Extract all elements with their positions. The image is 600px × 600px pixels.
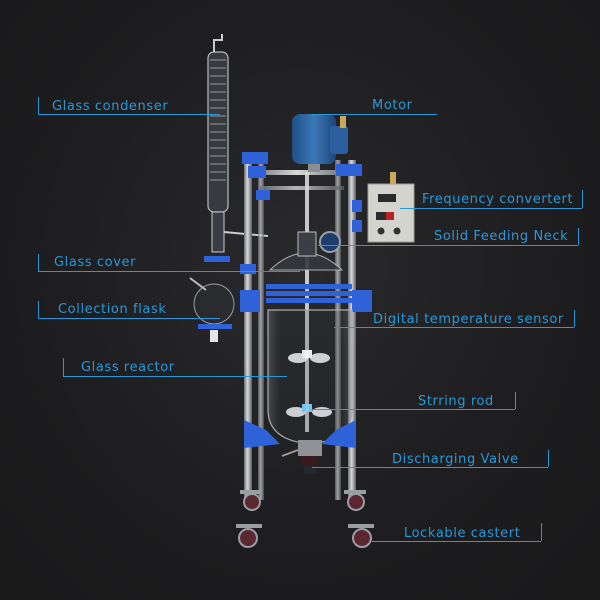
motor-icon — [292, 114, 348, 172]
collection-flask-icon — [189, 277, 235, 342]
callout-bracket — [574, 310, 575, 327]
glass-reactor-icon — [267, 309, 353, 445]
label-glass-condenser: Glass condenser — [52, 99, 169, 114]
label-glass-cover: Glass cover — [54, 255, 137, 270]
callout-bracket — [38, 301, 39, 318]
callout-bracket — [548, 450, 549, 467]
callout-bracket — [578, 228, 579, 245]
callout-leader-line — [38, 318, 220, 319]
callout-bracket — [515, 392, 516, 409]
callout-bracket — [38, 97, 39, 114]
callout-leader-line — [38, 271, 300, 272]
label-glass-reactor: Glass reactor — [81, 360, 175, 375]
callout-bracket — [541, 523, 542, 541]
callout-leader-line — [400, 208, 582, 209]
lockable-caster-icon — [236, 490, 374, 548]
frequency-converter-icon — [367, 172, 415, 243]
glass-condenser-icon — [204, 34, 269, 262]
callout-leader-line — [312, 114, 437, 115]
label-motor: Motor — [372, 98, 413, 113]
glass-cover-icon — [268, 231, 344, 271]
callout-bracket — [63, 358, 64, 376]
label-solid-feeding-neck: Solid Feeding Neck — [434, 229, 569, 244]
label-digital-temperature-sensor: Digital temperature sensor — [373, 312, 564, 327]
label-discharging-valve: Discharging Valve — [392, 452, 519, 467]
callout-leader-line — [38, 114, 220, 115]
label-collection-flask: Collection flask — [58, 302, 167, 317]
callout-bracket — [38, 254, 39, 271]
label-frequency-converter: Frequency convertert — [422, 192, 574, 207]
callout-leader-line — [318, 245, 578, 246]
callout-leader-line — [334, 327, 574, 328]
callout-leader-line — [312, 467, 548, 468]
callout-leader-line — [312, 409, 515, 410]
callout-bracket — [582, 190, 583, 208]
label-lockable-caster: Lockable castert — [404, 526, 521, 541]
label-stirring-rod: Strring rod — [418, 394, 494, 409]
callout-leader-line — [63, 376, 287, 377]
discharging-valve-icon — [281, 440, 322, 474]
callout-leader-line — [372, 541, 541, 542]
